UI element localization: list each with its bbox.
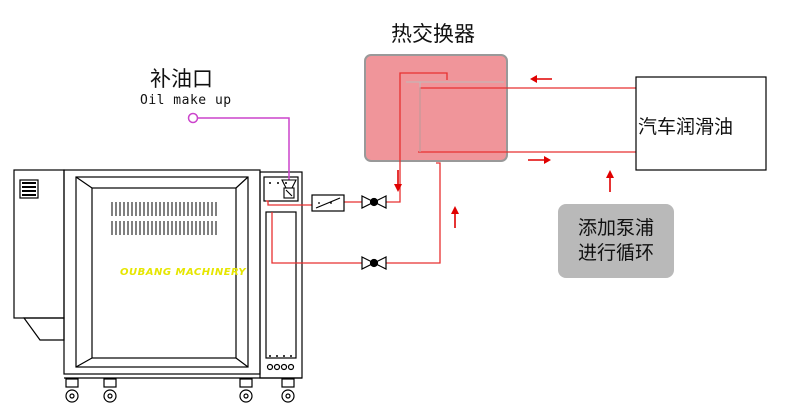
machine-circuit-pipes [266, 72, 448, 264]
machine-door-outer [75, 176, 249, 368]
automotive-oil-label: 汽车润滑油 [638, 116, 734, 138]
automotive-oil-box [635, 76, 767, 171]
funnel-icon [281, 179, 297, 199]
fill-port-label-en: Oil make up [140, 93, 232, 108]
arrow-down-icon [394, 170, 402, 192]
door-bevel-bl [75, 357, 93, 368]
fill-port-icon [187, 112, 199, 124]
heat-exchanger-box [364, 54, 508, 162]
door-bevel-tr [235, 176, 249, 189]
machine [13, 169, 303, 403]
exchanger-coil [406, 81, 504, 152]
valve-icon-return [361, 256, 387, 270]
side-vent-icon [22, 182, 36, 196]
door-bevel-br [235, 357, 249, 368]
machine-door-inner [91, 187, 237, 359]
machine-brand-label: OUBANG MACHINERY [120, 267, 247, 278]
callout-line-2: 进行循环 [577, 242, 654, 264]
side-vent-frame [19, 179, 39, 199]
door-bevel-tl [75, 176, 93, 189]
flow-arrows [394, 75, 614, 228]
fill-port-label: 补油口 [150, 67, 213, 91]
pump-circulation-callout: 添加泵浦 进行循环 [558, 204, 674, 278]
control-knobs [266, 363, 295, 371]
door-vent-icon [111, 202, 217, 235]
fill-port-pipe [187, 112, 290, 180]
wheel-icon [65, 378, 295, 403]
control-lower-panel [265, 211, 297, 359]
control-dots [269, 182, 292, 357]
callout-line-1: 添加泵浦 [577, 217, 654, 239]
filter-icon [311, 194, 345, 212]
machine-side-panel [13, 169, 65, 319]
arrow-left-icon [530, 75, 552, 83]
arrow-up-icon [606, 170, 614, 192]
arrow-up-return-icon [451, 206, 459, 228]
control-top-panel [263, 176, 299, 202]
heat-exchanger-label: 热交换器 [391, 22, 475, 46]
valve-icon-supply [361, 195, 387, 209]
machine-side-bracket [22, 317, 65, 341]
arrow-right-icon [528, 156, 551, 164]
